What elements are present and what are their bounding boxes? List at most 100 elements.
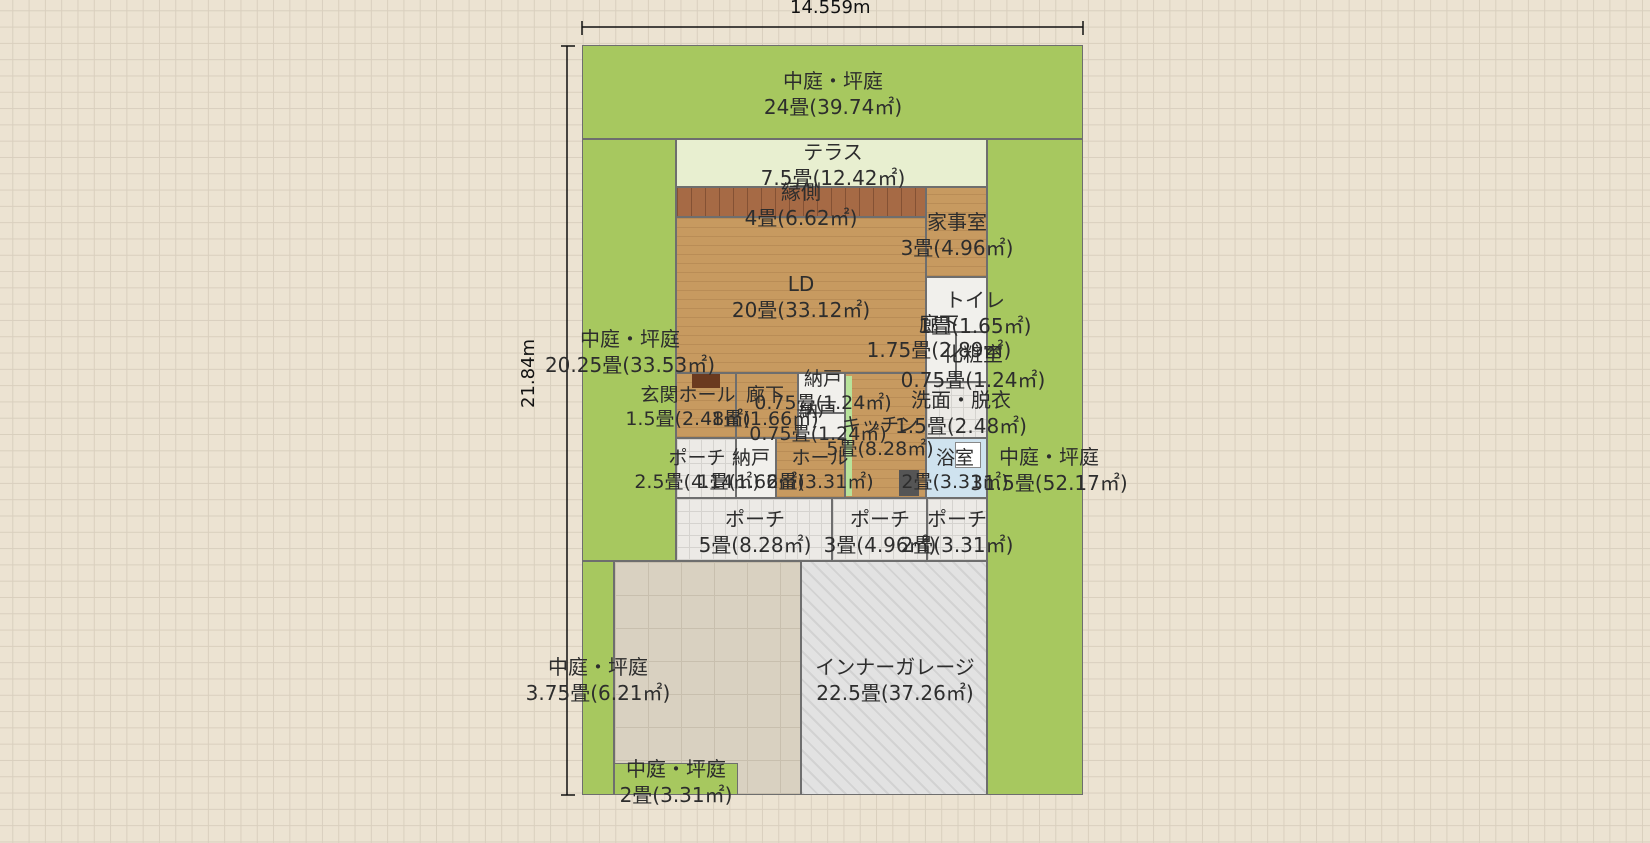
room-area: 3畳(4.96㎡) (900, 236, 1014, 260)
entry-cabinet (692, 374, 720, 388)
room-name: 納戸 (798, 399, 837, 421)
room-area: 2畳(3.31㎡) (619, 783, 733, 807)
room-area: 20.25畳(33.53㎡) (544, 353, 716, 377)
height-dimension-label: 21.84m (518, 338, 539, 408)
room-area: 4畳(6.62㎡) (744, 206, 858, 230)
room-area: 7.5畳(12.42㎡) (760, 166, 906, 190)
room-courtyard-top[interactable] (582, 45, 1083, 139)
room-name: ポーチ (850, 507, 910, 531)
room-area: 24畳(39.74㎡) (763, 95, 903, 119)
room-ld[interactable] (676, 217, 926, 373)
room-name: 玄関ホール (640, 384, 736, 406)
room-name: 納戸 (803, 368, 842, 390)
room-name: テラス (803, 140, 863, 164)
room-corridor-upper[interactable] (926, 332, 956, 382)
room-porch-right[interactable] (927, 498, 987, 561)
room-courtyard-small[interactable] (614, 763, 738, 795)
room-name: ポーチ (725, 507, 785, 531)
room-storage-upper[interactable] (798, 373, 845, 413)
room-name: 縁側 (781, 180, 821, 204)
room-name: キッチン (841, 414, 918, 436)
room-area: 1畳(1.65㎡) (918, 314, 1032, 338)
room-name: ポーチ (927, 507, 987, 531)
room-name: 浴室 (935, 447, 974, 469)
room-name: トイレ (945, 288, 1005, 312)
room-name: 家事室 (927, 210, 987, 234)
room-storage-middle[interactable] (798, 413, 845, 438)
room-area: 1.75畳(2.89㎡) (866, 338, 1012, 362)
room-corridor-lower[interactable] (736, 373, 798, 438)
room-area: 5畳(8.28㎡) (826, 438, 934, 460)
room-inner-garage[interactable] (801, 561, 987, 795)
room-name: 納戸 (731, 447, 770, 469)
room-area: 1.5畳(2.48㎡) (895, 414, 1027, 438)
room-area: 1.5畳(2.48㎡) (625, 408, 751, 430)
room-name: 洗面・脱衣 (910, 388, 1011, 412)
green-strip-divider (846, 376, 852, 496)
room-engawa[interactable] (676, 187, 926, 217)
room-name: 中庭・坪庭 (999, 445, 1099, 469)
room-washroom[interactable] (926, 382, 987, 438)
room-housework[interactable] (926, 187, 987, 277)
room-name: 中庭・坪庭 (626, 757, 726, 781)
room-area: 2畳(3.31㎡) (901, 471, 1009, 493)
room-name: インナーガレージ (815, 655, 975, 679)
room-area: 0.75畳(1.24㎡) (749, 423, 887, 445)
room-name: 化粧室 (942, 342, 1003, 366)
room-storage-lower[interactable] (736, 438, 776, 498)
room-name: ホール (791, 447, 849, 469)
room-area: 22.5畳(37.26㎡) (816, 681, 974, 705)
room-terrace[interactable] (676, 139, 987, 187)
room-name: 中庭・坪庭 (580, 327, 680, 351)
room-powder[interactable] (956, 332, 987, 382)
room-area: 20畳(33.12㎡) (731, 298, 871, 322)
washing-machine (955, 442, 981, 468)
room-courtyard-bottom-left[interactable] (582, 561, 614, 795)
room-porch-left[interactable] (676, 498, 832, 561)
room-porch-inner[interactable] (676, 438, 736, 498)
room-area: 2畳(3.31㎡) (766, 471, 874, 493)
room-area: 2畳(3.31㎡) (900, 533, 1014, 557)
room-porch-middle[interactable] (832, 498, 927, 561)
room-toilet[interactable] (926, 277, 987, 332)
room-courtyard-left[interactable] (582, 139, 676, 561)
room-area: 0.75畳(1.24㎡) (900, 368, 1046, 392)
kitchen-appliance (899, 470, 919, 496)
width-dimension-label: 14.559m (790, 0, 871, 18)
room-area: 3畳(4.96㎡) (823, 533, 937, 557)
room-name: 中庭・坪庭 (547, 655, 648, 679)
room-area: 31.5畳(52.17㎡) (970, 471, 1128, 495)
room-name: LD (787, 272, 815, 296)
room-name: 廊下 (918, 312, 959, 336)
room-area: 2.5畳(4.14㎡) (634, 471, 760, 493)
room-courtyard-right[interactable] (987, 139, 1083, 795)
room-hall[interactable] (776, 438, 845, 498)
parking-slab (614, 561, 801, 795)
room-name: ポーチ (668, 447, 726, 469)
room-area: 0.75畳(1.24㎡) (754, 392, 892, 414)
